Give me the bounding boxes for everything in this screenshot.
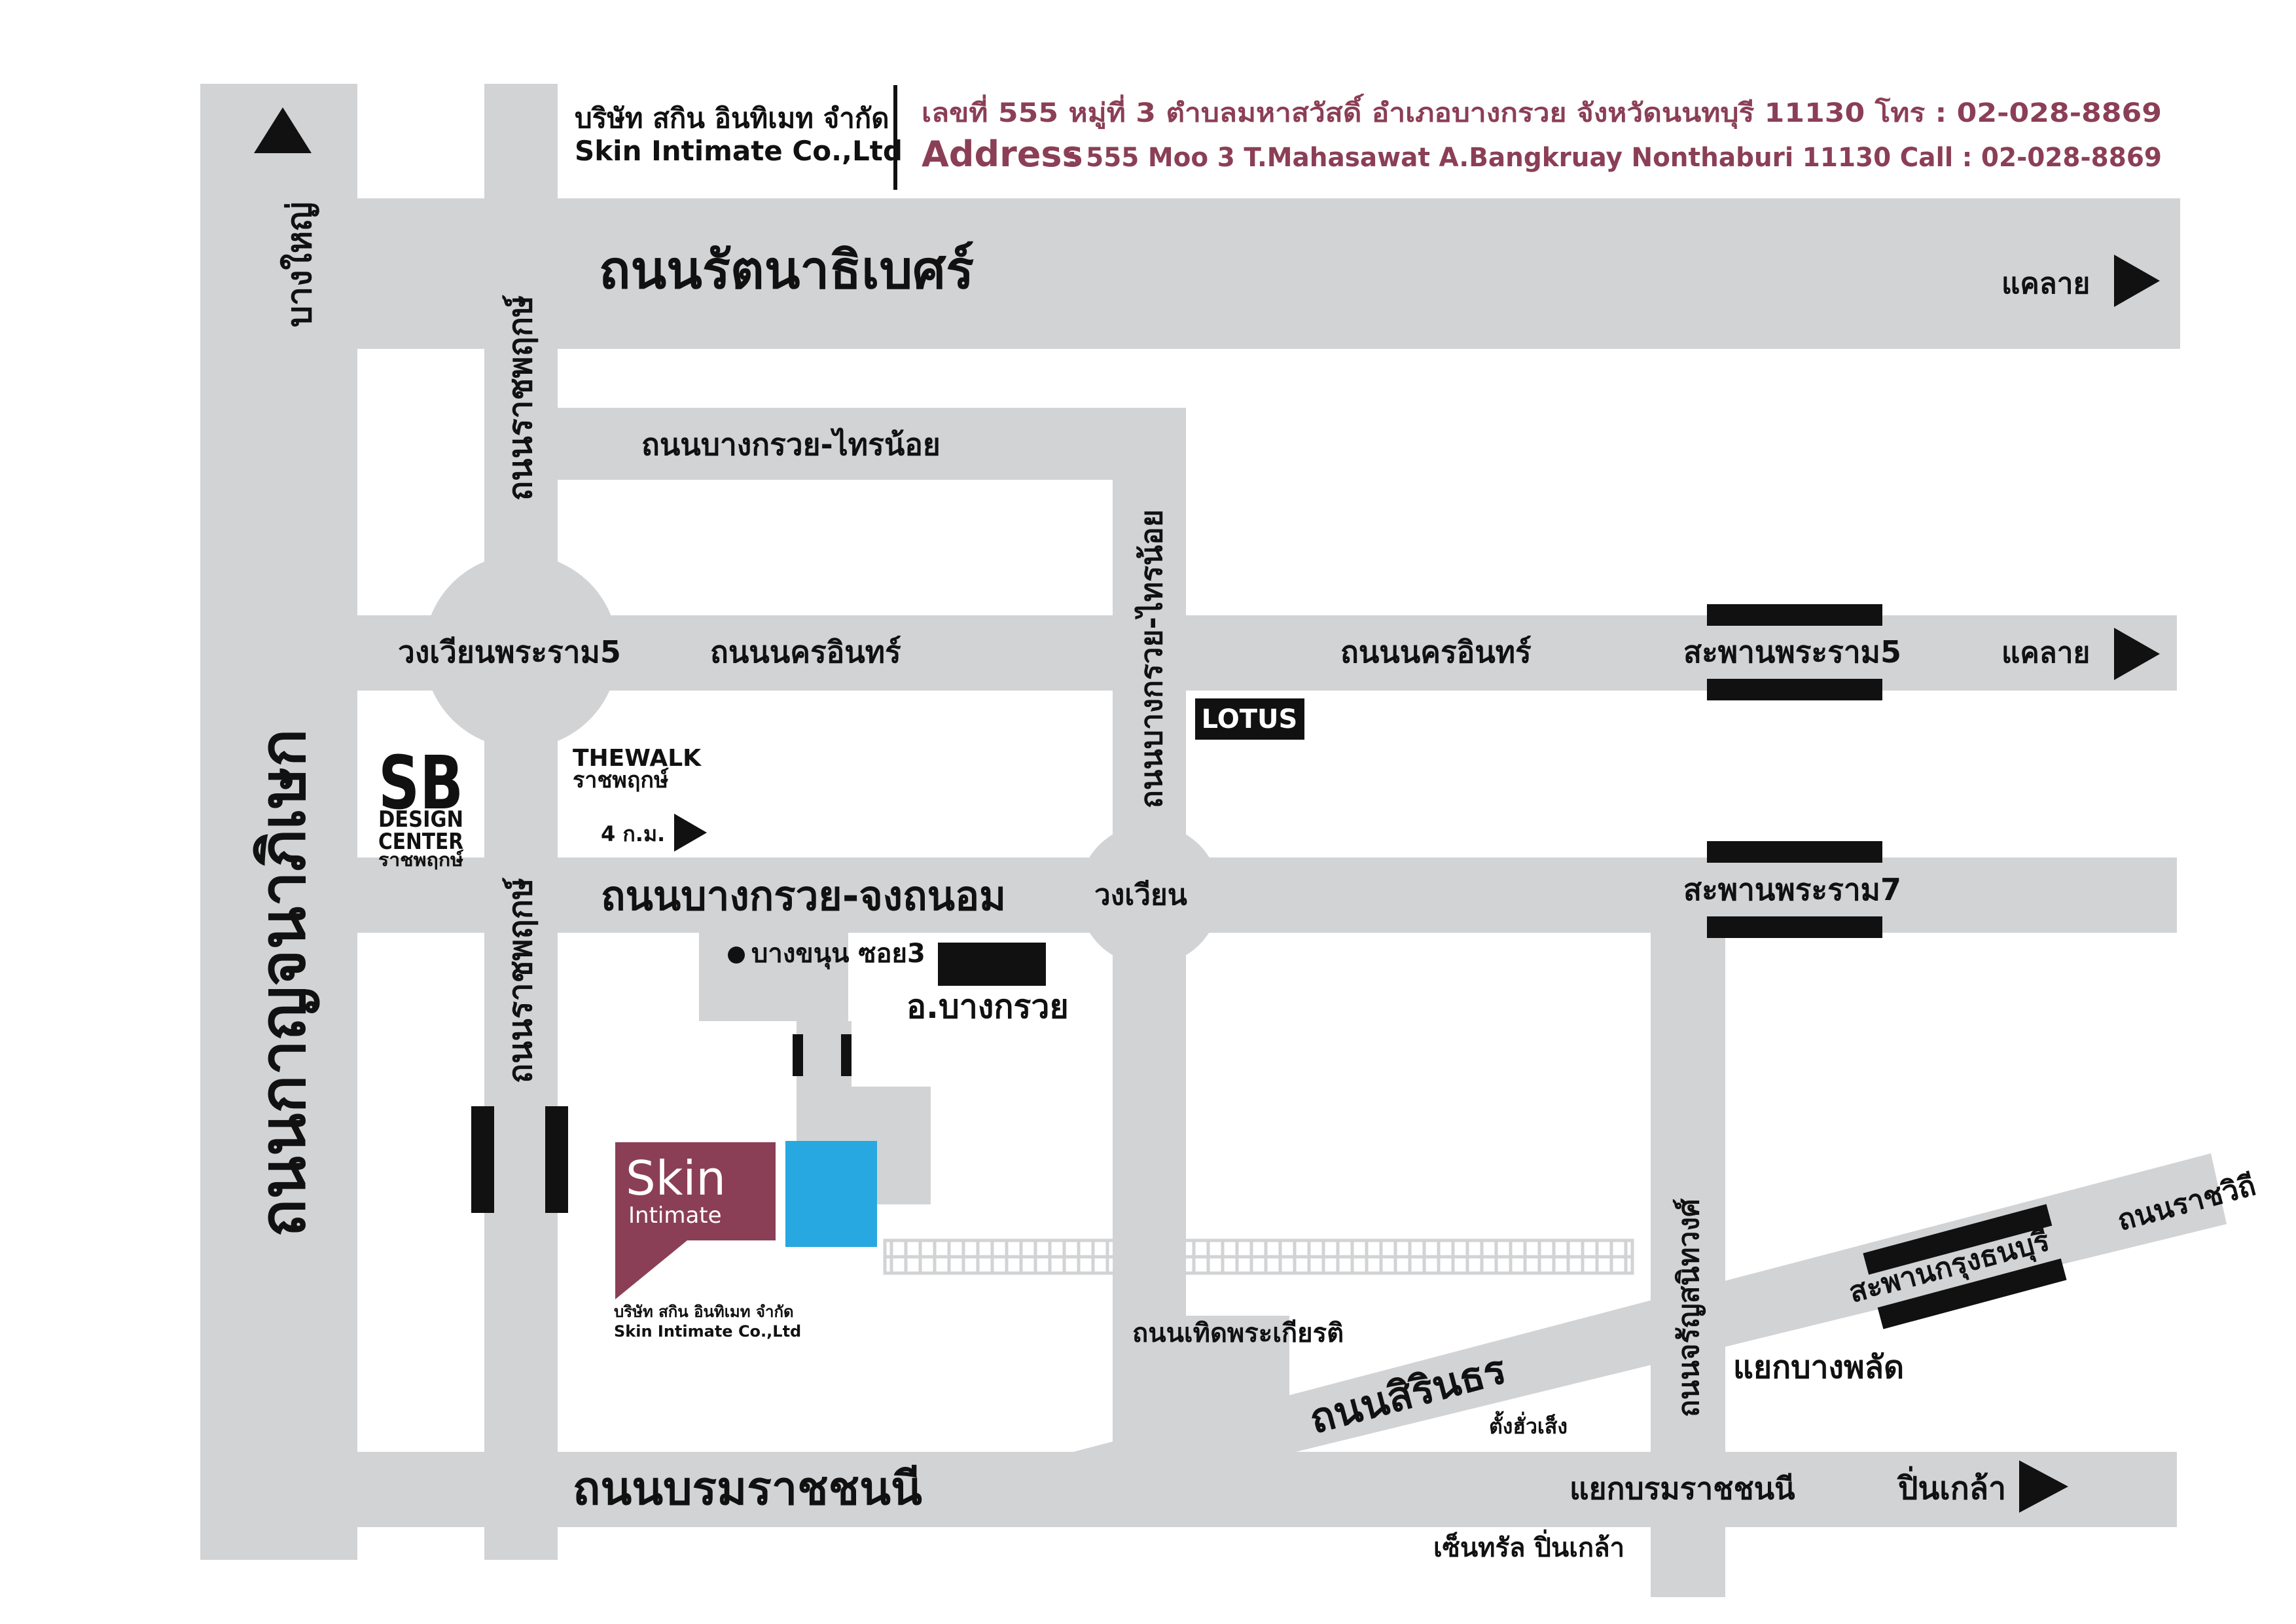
rama5-bridge-bottom	[1707, 679, 1882, 700]
road-sirindhorn	[1073, 1153, 2227, 1452]
label-circle: วงเวียน	[1094, 878, 1187, 912]
ratchaphruek-bridge-left	[471, 1106, 494, 1213]
label-bang-yai: บางใหญ่	[279, 202, 319, 327]
road-nakhon-in	[357, 615, 2177, 691]
label-tang-hua-seng: ตั้งฮั่วเส็ง	[1489, 1411, 1568, 1439]
label-borom-junction: แยกบรมราชชนนี	[1570, 1471, 1795, 1506]
road-labels: ถนนรัตนาธิเบศร์ แคลาย บางใหญ่ ถนนกาญจนาภ…	[246, 202, 2259, 1563]
label-nakhon-in-right: ถนนนครอินทร์	[1340, 634, 1532, 670]
label-thewalk: THEWALK	[573, 745, 702, 772]
soi-bangkhanun	[699, 933, 848, 1021]
logo-caption-en: Skin Intimate Co.,Ltd	[614, 1322, 801, 1341]
road-thoetphrakiat	[1113, 1316, 1289, 1452]
rama5-bridge-top	[1707, 604, 1882, 626]
skin-intimate-logo: Skin Intimate บริษัท สกิน อินทิเมท จำกัด…	[614, 1141, 877, 1341]
soi-bar-left	[793, 1034, 803, 1076]
road-kanchanaphisek	[200, 84, 357, 1560]
label-bangkruay-sainoi-v: ถนนบางกรวย-ไทรน้อย	[1134, 509, 1169, 808]
label-bang-khanun: บางขนุน ซอย3	[751, 939, 925, 970]
arrow-right-icon	[2114, 628, 2160, 680]
arrow-right-icon	[2019, 1460, 2068, 1513]
logo-caption-th: บริษัท สกิน อินทิเมท จำกัด	[614, 1303, 794, 1321]
label-rama5-circle: วงเวียนพระราม5	[398, 634, 621, 670]
sb-logo-line2: CENTER	[378, 829, 463, 855]
direction-arrows	[254, 107, 2160, 1513]
label-charansanitwong: ถนนจรัญสนิทวงศ์	[1672, 1198, 1706, 1417]
company-name-th: บริษัท สกิน อินทิเมท จำกัด	[575, 102, 889, 134]
soi-bar-right	[841, 1034, 852, 1076]
label-amphoe-bangkruay: อ.บางกรวย	[906, 988, 1069, 1026]
company-name-en: Skin Intimate Co.,Ltd	[575, 135, 903, 167]
sb-logo-line3: ราชพฤกษ์	[378, 849, 464, 871]
address-en: : 555 Moo 3 T.Mahasawat A.Bangkruay Nont…	[1067, 143, 2162, 173]
label-khae-lai-2: แคลาย	[2001, 636, 2090, 670]
road-bangkruay-sainoi-h	[558, 408, 1186, 480]
amphoe-bangkruay-marker	[938, 943, 1046, 986]
rama7-bridge-bottom	[1707, 916, 1882, 938]
sb-design-center-logo: SB DESIGN CENTER ราชพฤกษ์	[378, 741, 464, 871]
bridge-markers	[471, 604, 2067, 1329]
header-divider	[893, 85, 897, 190]
label-khae-lai-1: แคลาย	[2001, 267, 2090, 300]
sb-logo-line1: DESIGN	[378, 806, 463, 833]
label-ratanathibet: ถนนรัตนาธิเบศร์	[599, 240, 974, 300]
label-pin-klao: ปิ่นเกล้า	[1897, 1466, 2006, 1507]
address-en-label: Address	[922, 134, 1083, 175]
rama7-bridge-top	[1707, 841, 1882, 863]
bangkruay-roundabout	[1079, 824, 1220, 965]
arrow-right-icon	[2114, 255, 2160, 307]
logo-maroon-shape	[615, 1142, 776, 1299]
label-thoetphrakiat: ถนนเทิดพระเกียรติ	[1132, 1318, 1344, 1348]
label-thewalk-distance: 4 ก.ม.	[601, 821, 665, 846]
label-bang-phlat-junction: แยกบางพลัด	[1733, 1349, 1904, 1386]
label-nakhon-in-left: ถนนนครอินทร์	[710, 634, 901, 670]
logo-word-skin: Skin	[626, 1151, 726, 1206]
label-rama5-bridge: สะพานพระราม5	[1683, 634, 1901, 670]
arrow-up-icon	[254, 107, 312, 153]
label-central-pinklao: เซ็นทรัล ปิ่นเกล้า	[1433, 1529, 1624, 1563]
arrow-right-icon	[674, 814, 707, 852]
label-bangkruay-sainoi-h: ถนนบางกรวย-ไทรน้อย	[641, 427, 941, 462]
label-borommaratchachonnani: ถนนบรมราชชนนี	[573, 1462, 922, 1515]
label-thewalk-sub: ราชพฤกษ์	[573, 767, 669, 793]
label-bangkruay-chongthanom: ถนนบางกรวย-จงถนอม	[601, 872, 1006, 920]
lotus-badge	[1195, 698, 1304, 740]
railway	[883, 1238, 1634, 1275]
address-th: เลขที่ 555 หมู่ที่ 3 ตำบลมหาสวัสดิ์ อำเภ…	[922, 94, 2162, 130]
rama5-roundabout	[424, 554, 618, 748]
label-ratchaphruek-upper: ถนนราชพฤกษ์	[501, 295, 539, 501]
label-sirindhorn: ถนนสิรินธร	[1304, 1345, 1511, 1443]
road-borommaratchachonnani	[357, 1452, 2177, 1527]
location-marker-blue	[785, 1141, 877, 1247]
road-ratanathibet	[357, 198, 2180, 349]
label-ratchaphruek-lower: ถนนราชพฤกษ์	[501, 877, 539, 1083]
krungthon-bridge-bottom	[1877, 1258, 2067, 1329]
sb-logo-big: SB	[378, 741, 463, 826]
label-kanchanaphisek: ถนนกาญจนาภิเษก	[246, 729, 321, 1237]
bang-khanun-dot	[728, 947, 745, 964]
ratchaphruek-bridge-right	[545, 1106, 568, 1213]
road-network	[200, 84, 2227, 1597]
krungthon-bridge-top	[1863, 1204, 2053, 1275]
logo-word-intimate: Intimate	[628, 1202, 722, 1229]
label-rama7-bridge: สะพานพระราม7	[1683, 872, 1901, 907]
header: บริษัท สกิน อินทิเมท จำกัด Skin Intimate…	[558, 84, 2181, 198]
label-lotus: LOTUS	[1202, 704, 1298, 734]
